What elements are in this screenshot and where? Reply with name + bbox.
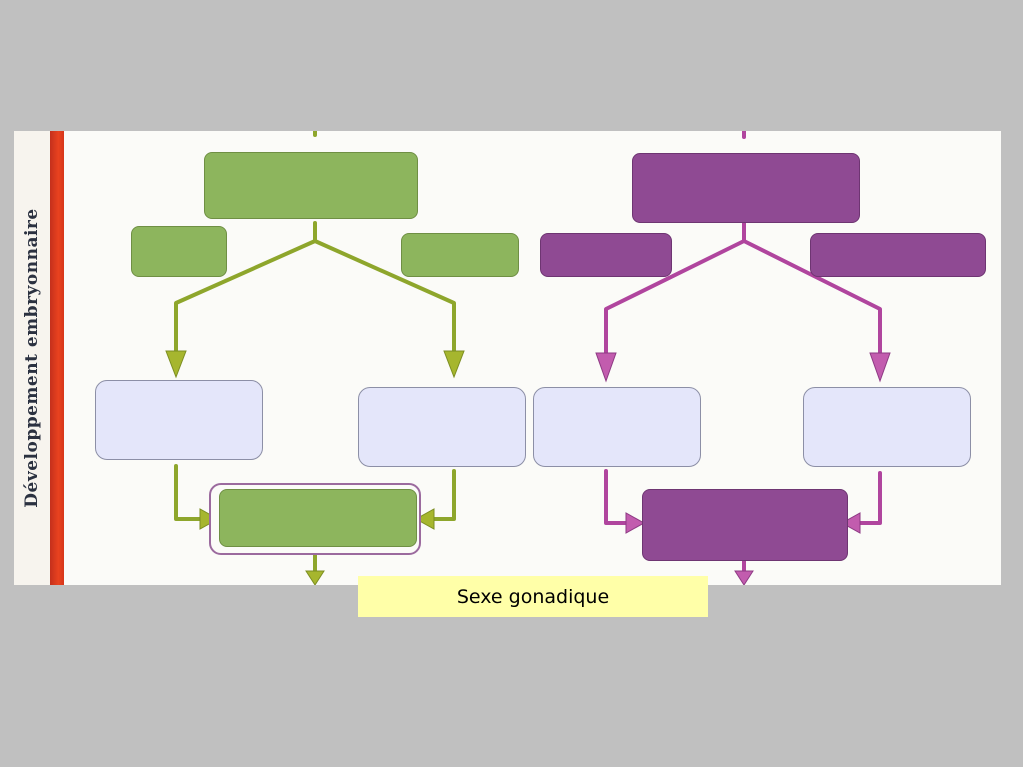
purple-left-merge-arrow	[604, 469, 632, 525]
purple-right-merge-arrow	[852, 471, 882, 525]
green-left-answer-box	[95, 380, 263, 460]
green-left-arrowhead	[165, 350, 187, 379]
diagram-scan: Développement embryonnaire	[14, 131, 1001, 585]
purple-right-arrowhead	[869, 352, 891, 383]
green-bottom-box	[219, 489, 417, 547]
green-arrowheads	[165, 350, 465, 585]
green-right-small-box	[401, 233, 519, 277]
purple-out-arrowhead	[734, 570, 754, 585]
red-margin-rule	[50, 131, 64, 585]
purple-right-branch-arrow	[742, 239, 882, 361]
arrow-layer	[165, 131, 891, 585]
green-right-branch-arrow	[313, 239, 456, 361]
purple-right-small-box	[810, 233, 986, 277]
green-left-merge-arrow	[174, 464, 208, 521]
purple-top-box	[632, 153, 860, 223]
purple-left-arrowhead	[595, 352, 617, 383]
green-right-answer-box	[358, 387, 526, 467]
purple-left-small-box	[540, 233, 672, 277]
green-left-branch-arrow	[174, 221, 317, 361]
green-right-merge-arrow	[424, 469, 456, 521]
purple-right-answer-box	[803, 387, 971, 467]
purple-arrowheads	[595, 352, 891, 585]
green-right-merge-arrowhead	[414, 508, 435, 530]
purple-left-answer-box	[533, 387, 701, 467]
caption-label: Sexe gonadique	[358, 576, 708, 617]
purple-left-merge-arrowhead	[625, 512, 646, 534]
purple-right-merge-arrowhead	[840, 512, 861, 534]
green-out-arrowhead	[305, 570, 325, 585]
margin-title: Développement embryonnaire	[14, 131, 50, 585]
green-top-box	[204, 152, 418, 219]
green-right-arrowhead	[443, 350, 465, 379]
purple-left-branch-arrow	[604, 221, 746, 361]
green-left-small-box	[131, 226, 227, 277]
purple-bottom-box	[642, 489, 848, 561]
